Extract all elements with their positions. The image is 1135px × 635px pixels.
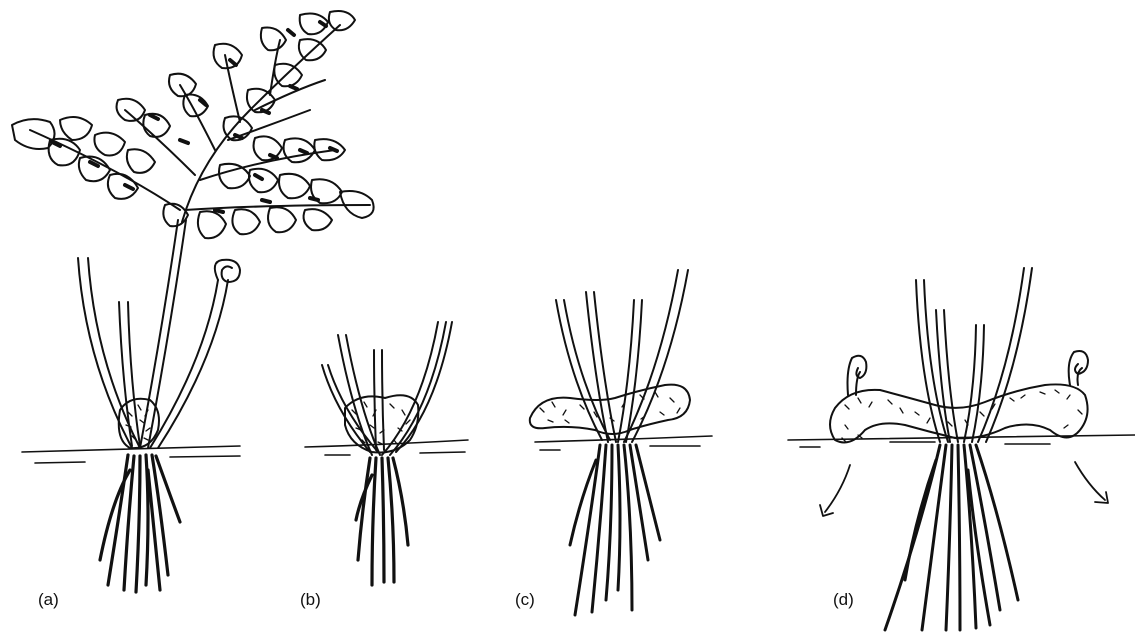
panel-label-d: (d) (833, 590, 854, 610)
panel-d-rhizome (830, 384, 1088, 442)
panel-c-illustration (530, 270, 712, 615)
panel-label-b: (b) (300, 590, 321, 610)
panel-a-roots (100, 455, 180, 592)
panel-a-frond (12, 11, 374, 238)
panel-d-roots (885, 445, 1018, 630)
panel-b-stipes (322, 322, 452, 455)
panel-a-fiddlehead (215, 260, 240, 282)
panel-d-rhizome-texture (842, 390, 1082, 442)
panel-d-left-bud (848, 356, 867, 395)
panel-a-stipes (78, 220, 228, 448)
panel-d-right-arrow (1075, 462, 1108, 503)
panel-d-left-arrow (820, 465, 850, 516)
panel-b-illustration (305, 322, 468, 585)
panel-label-c: (c) (515, 590, 535, 610)
panel-label-a: (a) (38, 590, 59, 610)
panel-c-stipes (556, 270, 688, 442)
panel-c-roots (570, 445, 660, 615)
panel-d-right-bud (1069, 351, 1088, 385)
panel-a-illustration (12, 11, 374, 592)
panel-d-stipes (916, 268, 1032, 442)
panel-b-roots (356, 458, 408, 585)
panel-d-illustration (788, 268, 1135, 630)
